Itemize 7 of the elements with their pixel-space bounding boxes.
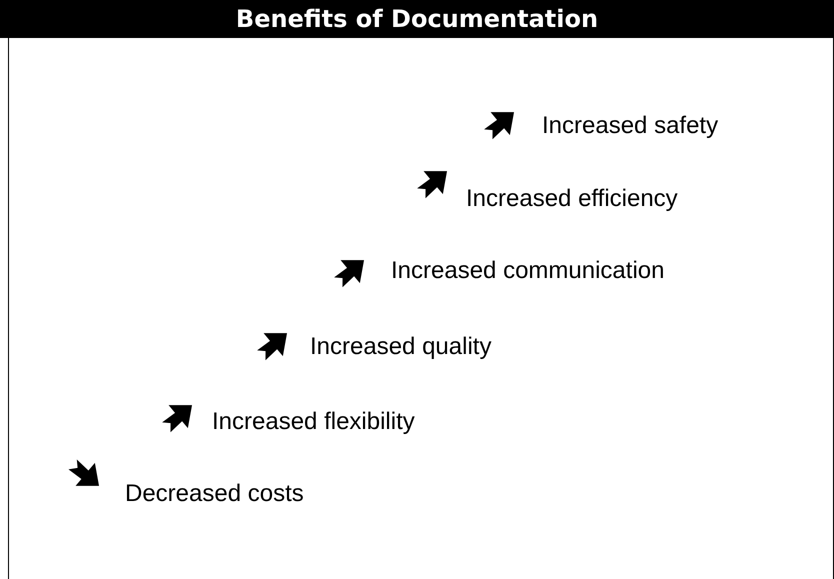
benefit-text: Increased quality [310,332,492,362]
title: Benefits of Documentation [236,4,598,35]
benefit-text: Increased efficiency [466,184,678,214]
benefit-text: Decreased costs [125,479,304,509]
benefit-text: Increased safety [542,111,718,141]
benefit-text: Increased communication [391,256,664,286]
benefit-text: Increased flexibility [212,407,415,437]
